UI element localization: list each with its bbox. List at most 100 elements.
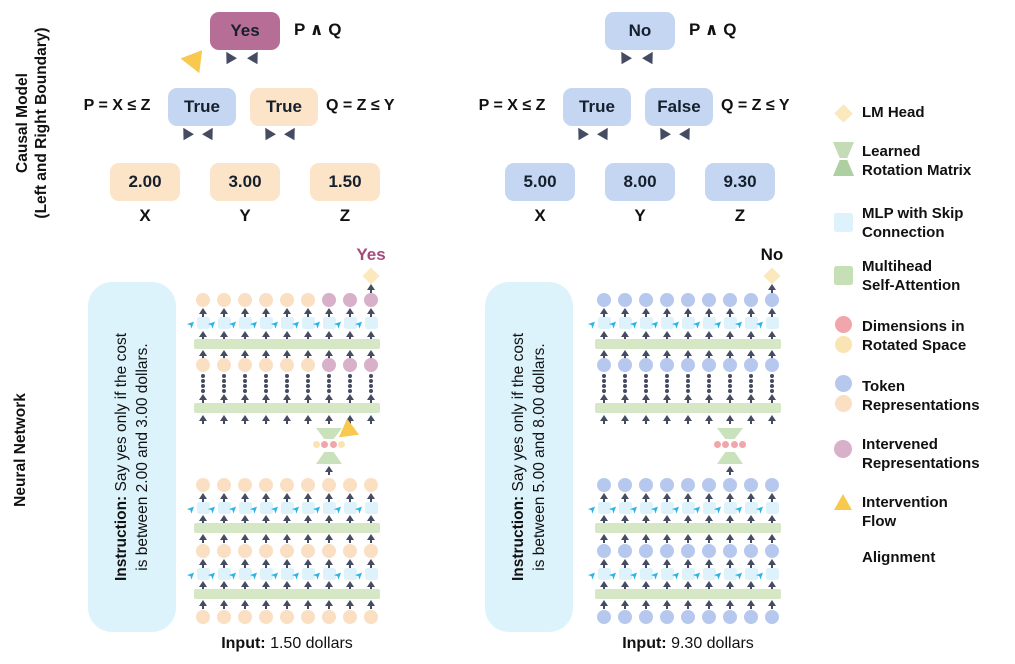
mlp-block	[322, 568, 336, 580]
layer-ellipsis-dot	[644, 389, 648, 393]
flow-arrow-icon	[199, 331, 207, 340]
edge-arrowhead-icon	[284, 124, 300, 141]
flow-arrow-icon	[199, 515, 207, 524]
flow-arrow-icon	[304, 331, 312, 340]
flow-arrow-icon	[241, 331, 249, 340]
token-representation	[597, 610, 611, 624]
flow-arrow-icon	[621, 581, 629, 590]
neural-network-label: Neural Network	[11, 393, 29, 507]
flow-arrow-icon	[726, 534, 734, 543]
flow-arrow-icon	[304, 515, 312, 524]
tree-root-label: No	[628, 21, 652, 40]
causal-tree-right: No P ∧ Q P = X ≤ Z True False Q = Z ≤ Y …	[465, 6, 885, 241]
flow-arrow-icon	[705, 600, 713, 609]
instruction-line1: Say yes only if the cost	[510, 332, 527, 496]
tree-var-y-label: Y	[239, 206, 251, 225]
mlp-block	[217, 317, 231, 329]
flow-arrow-icon	[304, 415, 312, 424]
flow-arrow-icon	[262, 534, 270, 543]
token-representation	[196, 478, 210, 492]
flow-arrow-icon	[283, 493, 291, 502]
flow-arrow-icon	[705, 515, 713, 524]
flow-arrow-icon	[262, 515, 270, 524]
layer-ellipsis-dot	[665, 379, 669, 383]
flow-arrow-icon	[768, 515, 776, 524]
instruction-prefix: Instruction:	[510, 495, 527, 582]
mlp-block	[217, 502, 231, 514]
layer-ellipsis-dot	[623, 379, 627, 383]
flow-arrow-icon	[367, 515, 375, 524]
flow-arrow-icon	[283, 534, 291, 543]
token-representation	[639, 610, 653, 624]
flow-arrow-icon	[747, 331, 755, 340]
mlp-block	[301, 317, 315, 329]
flow-arrow-icon	[283, 350, 291, 359]
layer-ellipsis-dot	[243, 379, 247, 383]
flow-arrow-icon	[747, 600, 755, 609]
flow-arrow-icon	[642, 515, 650, 524]
token-representation	[238, 478, 252, 492]
mlp-block	[639, 317, 653, 329]
intervened-representation	[364, 293, 378, 307]
token-representation	[238, 293, 252, 307]
flow-arrow-icon	[684, 350, 692, 359]
flow-arrow-icon	[663, 493, 671, 502]
token-representation	[238, 610, 252, 624]
flow-arrow-icon	[199, 559, 207, 568]
token-representation	[681, 293, 695, 307]
layer-ellipsis-dot	[306, 374, 310, 378]
flow-arrow-icon	[726, 394, 734, 403]
mlp-block	[702, 317, 716, 329]
layer-ellipsis-dot	[644, 384, 648, 388]
token-representation	[660, 293, 674, 307]
flow-arrow-icon	[642, 559, 650, 568]
flow-arrow-icon	[705, 331, 713, 340]
flow-arrow-icon	[199, 581, 207, 590]
token-representation	[618, 478, 632, 492]
flow-arrow-icon	[262, 308, 270, 317]
instruction-line2: is between 2.00 and 3.00 dollars.	[134, 343, 151, 571]
flow-arrow-icon	[663, 308, 671, 317]
flow-arrow-icon	[220, 581, 228, 590]
token-representation	[259, 478, 273, 492]
flow-arrow-icon	[747, 534, 755, 543]
flow-arrow-icon	[726, 350, 734, 359]
output-label: No	[760, 245, 784, 264]
token-representation	[364, 544, 378, 558]
flow-arrow-icon	[241, 415, 249, 424]
flow-arrow-icon	[346, 534, 354, 543]
attention-bar	[194, 523, 380, 533]
flow-arrow-icon	[283, 581, 291, 590]
tree-var-x-label: X	[139, 206, 151, 225]
tree-leaf-y: 3.00	[210, 163, 280, 201]
layer-ellipsis-dot	[686, 389, 690, 393]
token-representation	[343, 544, 357, 558]
flow-arrow-icon	[768, 581, 776, 590]
flow-arrow-icon	[199, 394, 207, 403]
rotated-dim-dot	[730, 440, 738, 448]
token-representation	[217, 358, 231, 372]
flow-arrow-icon	[283, 308, 291, 317]
flow-arrow-icon	[367, 284, 375, 293]
flow-arrow-icon	[600, 394, 608, 403]
token-representation	[702, 478, 716, 492]
tree-root-node: Yes	[210, 12, 280, 50]
flow-arrow-icon	[241, 308, 249, 317]
flow-arrow-icon	[325, 493, 333, 502]
token-representation	[280, 544, 294, 558]
flow-arrow-icon	[705, 394, 713, 403]
layer-ellipsis-dot	[686, 379, 690, 383]
flow-arrow-icon	[220, 308, 228, 317]
flow-arrow-icon	[684, 493, 692, 502]
tree-q-node: True	[250, 88, 318, 126]
flow-arrow-icon	[325, 559, 333, 568]
flow-arrow-icon	[663, 415, 671, 424]
layer-ellipsis-dot	[770, 374, 774, 378]
tree-leaf-x-value: 2.00	[128, 172, 162, 191]
layer-ellipsis-dot	[728, 389, 732, 393]
flow-arrow-icon	[600, 415, 608, 424]
flow-arrow-icon	[726, 493, 734, 502]
layer-ellipsis-dot	[602, 384, 606, 388]
flow-arrow-icon	[726, 600, 734, 609]
